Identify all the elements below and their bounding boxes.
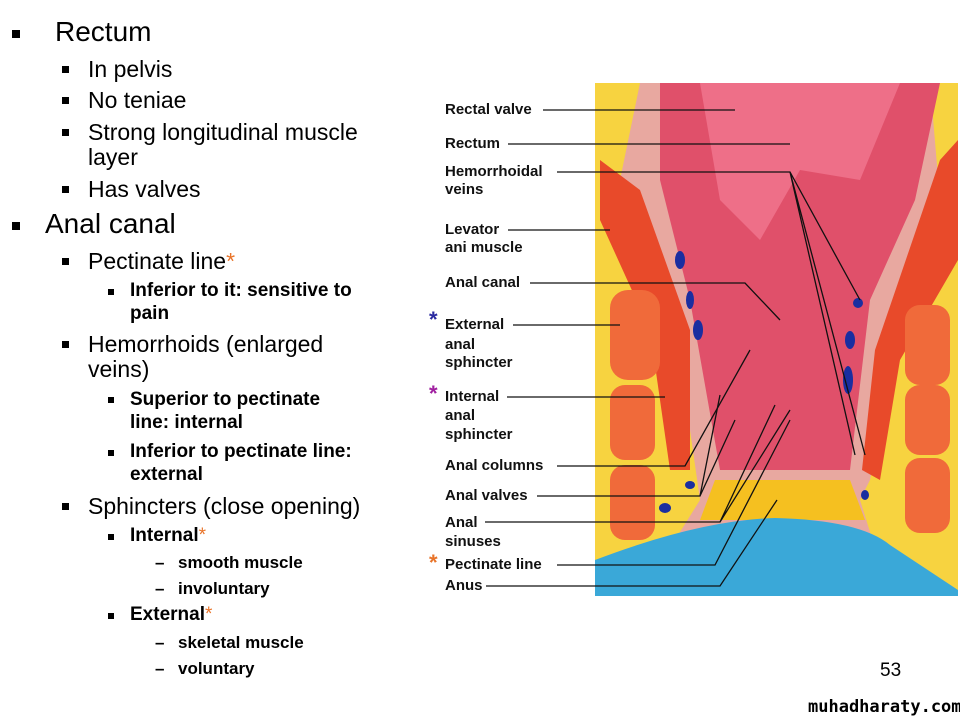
asterisk-internal: *	[429, 381, 438, 406]
item: Sphincters (close opening)	[88, 493, 361, 519]
item: In pelvis	[88, 56, 173, 82]
detail: smooth muscle	[178, 553, 303, 572]
label-anal-sinuses: Anal	[445, 514, 478, 531]
dash: –	[155, 659, 165, 678]
item: Strong longitudinal muscle	[88, 119, 358, 145]
subitem: Superior to pectinate	[130, 389, 321, 410]
item-cont: veins)	[88, 356, 150, 382]
label-rectal-valve: Rectal valve	[445, 101, 532, 118]
label-external-3: sphincter	[445, 354, 513, 371]
label-internal-3: sphincter	[445, 426, 513, 443]
subitem-text: Internal	[130, 525, 199, 546]
label-internal-2: anal	[445, 407, 476, 424]
label-anal-columns: Anal columns	[445, 457, 544, 474]
label-pectinate: Pectinate line	[445, 556, 542, 573]
external-sphincter-right	[905, 305, 950, 385]
label-rectum: Rectum	[445, 135, 501, 152]
heading-anal-canal: Anal canal	[45, 208, 176, 239]
bullet	[62, 186, 69, 193]
rectal-fold	[700, 83, 900, 240]
page-number: 53	[880, 660, 902, 681]
bullet	[62, 341, 69, 348]
bullet	[108, 613, 114, 619]
anoderm	[700, 480, 865, 520]
label-anal-valves: Anal valves	[445, 487, 528, 504]
label-hemorrhoidal: Hemorrhoidal	[445, 163, 543, 180]
bullet	[62, 97, 69, 104]
external-sphincter	[610, 290, 660, 380]
bullet	[108, 534, 114, 540]
bullet	[62, 258, 69, 265]
subitem-cont: line: internal	[130, 412, 243, 433]
detail: involuntary	[178, 579, 270, 598]
detail: skeletal muscle	[178, 633, 304, 652]
bullet	[62, 503, 69, 510]
heading-rectum: Rectum	[55, 16, 152, 47]
detail: voluntary	[178, 659, 255, 678]
dash: –	[155, 633, 165, 652]
label-internal: Internal	[445, 388, 500, 405]
external-sphincter-right	[905, 385, 950, 455]
subitem-text: External	[130, 604, 205, 625]
dash: –	[155, 553, 165, 572]
hemorrhoidal-veins	[659, 251, 869, 513]
asterisk: *	[198, 525, 207, 546]
item-pectinate: Pectinate line*	[88, 248, 235, 275]
bullet	[62, 129, 69, 136]
asterisk-pectinate: *	[429, 550, 438, 575]
external-sphincter	[610, 465, 655, 540]
leader-lines	[485, 109, 866, 587]
external-sphincter-right	[905, 458, 950, 533]
label-external: External	[445, 316, 505, 333]
label-anus: Anus	[445, 577, 483, 594]
label-anal-sinuses-2: sinuses	[445, 533, 501, 550]
item-text: Pectinate line	[88, 248, 227, 274]
bullet	[12, 30, 20, 38]
item: No teniae	[88, 87, 187, 113]
external-sphincter	[610, 385, 655, 460]
subitem-internal: Internal*	[130, 525, 206, 547]
bullet	[108, 289, 114, 295]
subitem-external: External*	[130, 604, 212, 626]
asterisk: *	[226, 248, 236, 274]
item-cont: layer	[88, 144, 138, 170]
bullet	[12, 222, 20, 230]
subitem: Inferior to it: sensitive to	[130, 280, 352, 301]
label-anal-canal: Anal canal	[445, 274, 521, 291]
item: Hemorrhoids (enlarged	[88, 331, 324, 357]
bullet	[108, 450, 114, 456]
dash: –	[155, 579, 165, 598]
label-external-2: anal	[445, 336, 476, 353]
asterisk-external: *	[429, 307, 438, 332]
skin-exterior	[595, 518, 958, 596]
subitem: Inferior to pectinate line:	[130, 441, 352, 462]
label-hemorrhoidal-2: veins	[445, 181, 484, 198]
subitem-cont: external	[130, 464, 203, 485]
asterisk: *	[204, 604, 213, 625]
bullet	[62, 66, 69, 73]
label-levator: Levator	[445, 221, 500, 238]
label-levator-2: ani muscle	[445, 239, 523, 256]
bullet	[108, 397, 114, 403]
item: Has valves	[88, 176, 201, 202]
subitem-cont: pain	[130, 303, 170, 324]
watermark: muhadharaty.com	[808, 697, 960, 717]
